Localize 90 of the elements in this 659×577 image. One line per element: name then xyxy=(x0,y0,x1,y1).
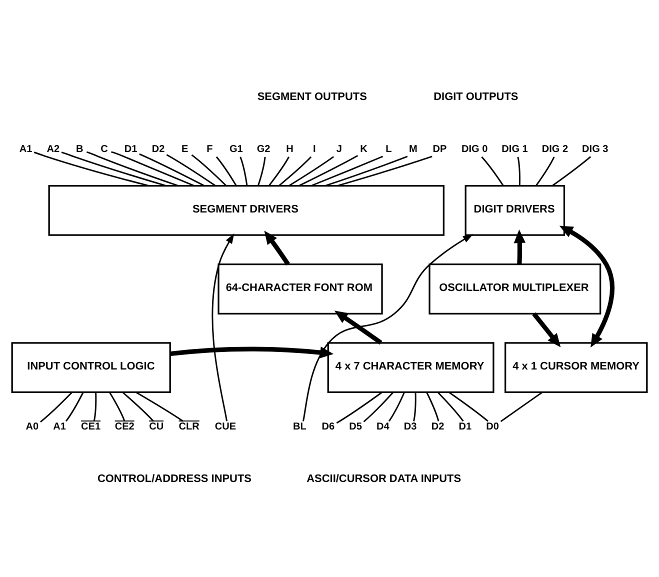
connector xyxy=(86,150,178,186)
arrow xyxy=(302,234,474,421)
connector xyxy=(216,156,237,186)
node-text: B xyxy=(76,143,84,154)
connector xyxy=(325,155,408,186)
connector xyxy=(337,155,433,186)
node-text: D1 xyxy=(458,420,472,432)
connector xyxy=(139,152,204,186)
node-text: H xyxy=(286,143,294,154)
connector xyxy=(93,392,97,421)
connector xyxy=(40,391,73,422)
node-text: D5 xyxy=(349,420,362,432)
node-text: D3 xyxy=(404,420,417,432)
connector xyxy=(268,156,290,186)
node-text: M xyxy=(408,143,418,154)
node-text: D6 xyxy=(322,420,335,432)
connector xyxy=(310,155,384,186)
label: SEGMENT OUTPUTS xyxy=(257,90,367,103)
connector xyxy=(278,156,312,186)
node-text: J xyxy=(336,143,342,154)
node-text: F xyxy=(206,143,213,154)
node-box: 4 x 1 CURSOR MEMORY xyxy=(504,342,648,393)
node-text: DIG 1 xyxy=(502,143,528,154)
connector xyxy=(536,156,555,186)
node-text: C xyxy=(100,143,108,154)
node-text: E xyxy=(182,143,188,154)
connector xyxy=(437,391,464,422)
connector xyxy=(388,391,406,422)
connector xyxy=(166,154,216,186)
node-text: K xyxy=(360,143,368,154)
node-box: 64-CHARACTER FONT ROM xyxy=(218,263,383,314)
node-text: D2 xyxy=(431,420,444,432)
connector xyxy=(517,156,520,186)
connector xyxy=(363,391,394,422)
node-text: D2 xyxy=(152,143,165,154)
node-text: CLR xyxy=(178,420,200,432)
node-text: L xyxy=(386,143,392,154)
node-text: CUE xyxy=(214,420,236,432)
node-text: A2 xyxy=(46,143,60,154)
connector xyxy=(288,156,334,186)
arrow xyxy=(532,312,561,347)
connector xyxy=(240,156,248,186)
connector xyxy=(426,391,440,421)
connector xyxy=(552,156,592,186)
connector xyxy=(61,151,166,186)
node-text: G2 xyxy=(256,143,270,154)
connector xyxy=(336,391,382,424)
connector xyxy=(136,391,184,422)
node-box: 4 x 7 CHARACTER MEMORY xyxy=(327,342,494,393)
connector xyxy=(111,150,194,186)
arrow xyxy=(212,232,234,421)
arrow xyxy=(334,310,382,344)
connector xyxy=(448,391,488,422)
node-text: D0 xyxy=(486,420,499,432)
connector xyxy=(298,154,358,186)
node-text: DP xyxy=(432,143,447,154)
connector xyxy=(258,156,266,186)
node-text: I xyxy=(313,143,316,154)
arrow xyxy=(514,229,526,264)
node-text: G1 xyxy=(229,143,243,154)
connector xyxy=(481,156,504,186)
node-text: D4 xyxy=(376,420,390,432)
connector xyxy=(122,391,154,422)
label: CONTROL/ADDRESS INPUTS xyxy=(97,472,252,484)
node-text: BL xyxy=(292,420,306,432)
node-box: INPUT CONTROL LOGIC xyxy=(11,342,171,393)
arrow xyxy=(170,346,334,358)
node-text: CU xyxy=(149,420,164,432)
node-box: OSCILLATOR MULTIPLEXER xyxy=(428,263,602,314)
connector xyxy=(413,392,416,421)
node-text: DIG 2 xyxy=(542,143,568,154)
node-text: A1 xyxy=(19,143,32,154)
arrow xyxy=(264,230,290,265)
node-text: A1 xyxy=(53,420,66,432)
node-box: DIGIT DRIVERS xyxy=(464,184,566,236)
arrow xyxy=(559,225,615,348)
node-text: DIG 3 xyxy=(582,143,608,154)
connector xyxy=(108,391,126,421)
connector xyxy=(191,154,227,186)
label: ASCII/CURSOR DATA INPUTS xyxy=(306,472,462,484)
connector xyxy=(34,151,150,186)
connector xyxy=(500,391,543,422)
node-text: CE1 xyxy=(81,420,101,432)
label: DIGIT OUTPUTS xyxy=(434,90,518,103)
node-text: DIG 0 xyxy=(461,143,488,154)
connector xyxy=(65,391,84,422)
node-box: SEGMENT DRIVERS xyxy=(48,184,444,236)
node-text: D1 xyxy=(124,143,138,154)
node-text: CE2 xyxy=(114,420,134,432)
node-text: A0 xyxy=(26,420,39,432)
